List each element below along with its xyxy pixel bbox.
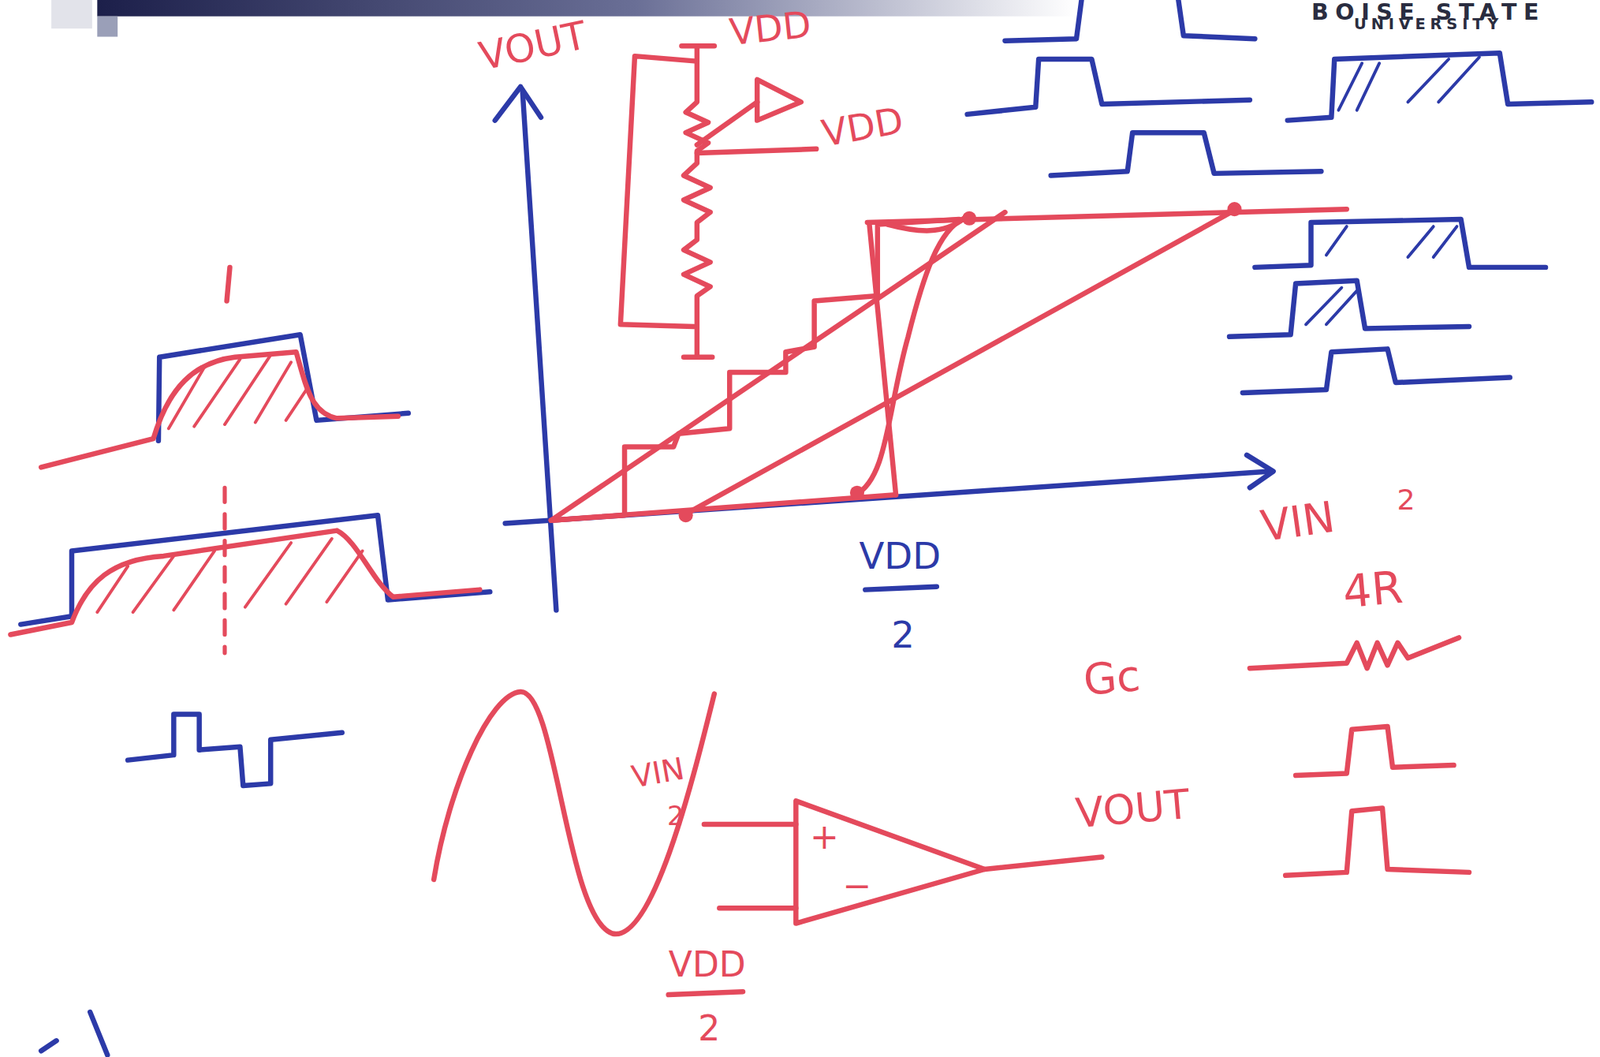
signal-name: 2 bbox=[667, 802, 684, 830]
signal-name: VIN bbox=[629, 753, 687, 794]
axis-label: 2 bbox=[1397, 485, 1416, 515]
node-label: VDD bbox=[818, 102, 906, 153]
signal-name: VDD bbox=[668, 947, 746, 982]
pin-label: − bbox=[842, 868, 873, 903]
pin-label: + bbox=[809, 819, 840, 855]
signal-name: 2 bbox=[697, 1010, 720, 1046]
axis-tick-label: 2 bbox=[891, 616, 915, 654]
axis-label: VOUT bbox=[475, 15, 590, 77]
node-label: VDD bbox=[727, 6, 814, 52]
axis-label: VIN bbox=[1258, 496, 1338, 549]
axis-tick-label: VDD bbox=[858, 537, 941, 575]
signal-name: VOUT bbox=[1074, 783, 1192, 835]
signal-name: Gc bbox=[1081, 654, 1142, 702]
component-value: 4R bbox=[1340, 564, 1404, 615]
logo-text: UNIVERSITY bbox=[1353, 16, 1504, 32]
